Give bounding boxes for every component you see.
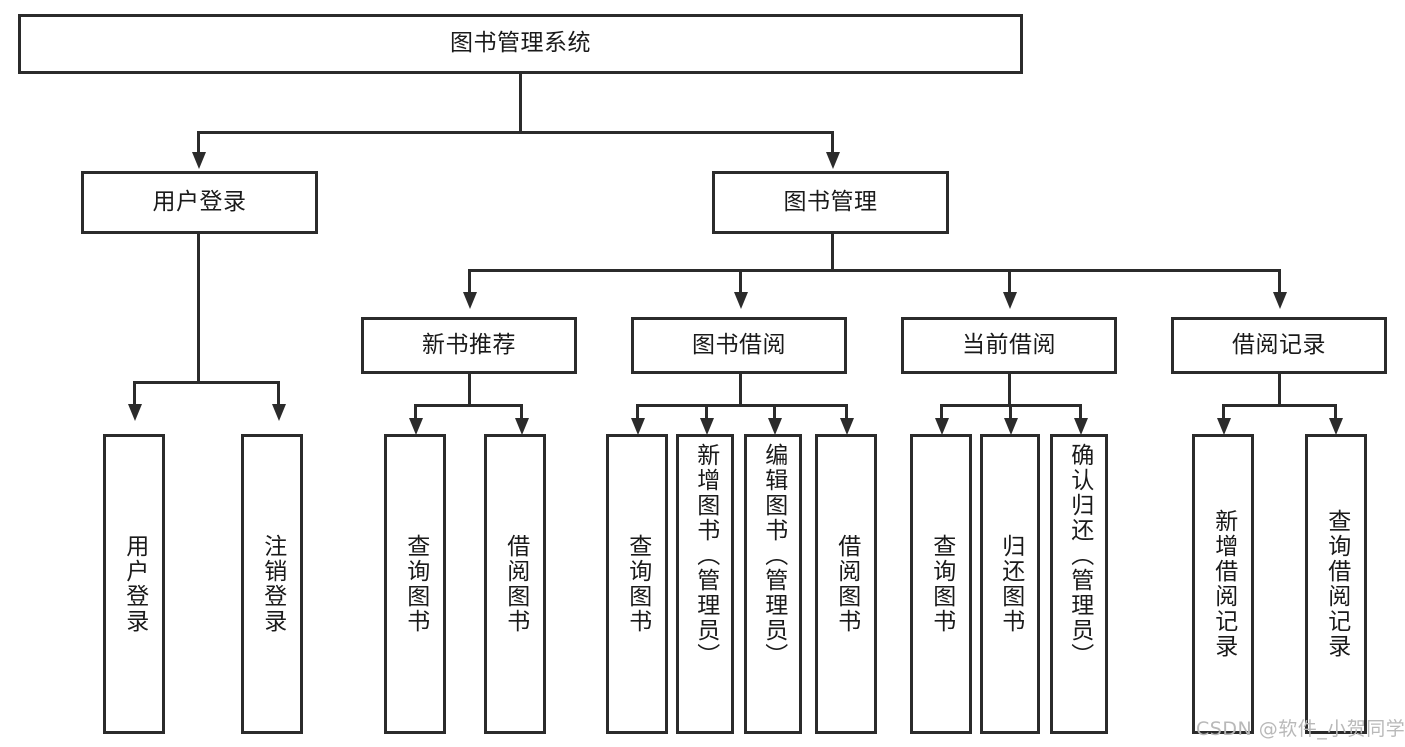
connector-level1-bus: [197, 131, 834, 134]
arrow-down-icon: [1003, 292, 1017, 309]
arrow-down-icon: [768, 418, 782, 435]
node-label: 用户登录: [152, 188, 247, 215]
node-label: 借阅记录: [1232, 331, 1326, 358]
node-label: 图书借阅: [692, 331, 786, 358]
leaf-label: 查询借阅记录: [1323, 509, 1350, 659]
connector-book-borrow-drop-2: [773, 404, 776, 422]
connector-borrow-record-drop-0: [1222, 404, 1225, 422]
leaf-borrow-book[interactable]: 借阅图书: [815, 434, 877, 734]
leaf-query-book-recommend[interactable]: 查询图书: [384, 434, 446, 734]
arrow-down-icon: [1273, 292, 1287, 309]
connector-level1-drop-0: [197, 131, 200, 155]
node-current-borrow[interactable]: 当前借阅: [901, 317, 1117, 374]
node-label: 图书管理: [783, 188, 878, 215]
leaf-label: 归还图书: [997, 534, 1024, 634]
connector-borrow-record-stem: [1278, 374, 1281, 407]
leaf-logout[interactable]: 注销登录: [241, 434, 303, 734]
connector-borrow-record-drop-1: [1334, 404, 1337, 422]
connector-current-borrow-drop-1: [1009, 404, 1012, 422]
leaf-label: 确认归还（管理员）: [1066, 443, 1093, 668]
leaf-query-book-current[interactable]: 查询图书: [910, 434, 972, 734]
leaf-add-book-admin[interactable]: 新增图书（管理员）: [676, 434, 734, 734]
arrow-down-icon: [935, 418, 949, 435]
node-label: 当前借阅: [962, 331, 1056, 358]
arrow-down-icon: [734, 292, 748, 309]
arrow-down-icon: [128, 404, 142, 421]
connector-level3-drop-3: [1278, 269, 1281, 294]
node-label: 图书管理系统: [450, 30, 591, 57]
arrow-down-icon: [463, 292, 477, 309]
leaf-label: 借阅图书: [502, 534, 529, 634]
arrow-down-icon: [826, 152, 840, 169]
arrow-down-icon: [700, 418, 714, 435]
connector-level3-drop-2: [1008, 269, 1011, 294]
arrow-down-icon: [272, 404, 286, 421]
node-borrow-record[interactable]: 借阅记录: [1171, 317, 1387, 374]
connector-new-book-drop-0: [414, 404, 417, 422]
node-label: 新书推荐: [422, 331, 516, 358]
leaf-label: 查询图书: [402, 534, 429, 634]
leaf-label: 用户登录: [121, 534, 148, 634]
connector-level1-drop-1: [831, 131, 834, 155]
node-user-login[interactable]: 用户登录: [81, 171, 318, 234]
connector-user-login-drop-1: [277, 381, 280, 406]
connector-current-borrow-stem: [1008, 374, 1011, 407]
arrow-down-icon: [1217, 418, 1231, 435]
connector-book-borrow-drop-3: [845, 404, 848, 422]
connector-book-borrow-drop-1: [705, 404, 708, 422]
connector-level3-bus: [468, 269, 1281, 272]
arrow-down-icon: [631, 418, 645, 435]
connector-borrow-record-bus: [1222, 404, 1337, 407]
node-book-borrow[interactable]: 图书借阅: [631, 317, 847, 374]
connector-book-borrow-drop-0: [636, 404, 639, 422]
node-book-management[interactable]: 图书管理: [712, 171, 949, 234]
leaf-return-book[interactable]: 归还图书: [980, 434, 1040, 734]
connector-level3-drop-0: [468, 269, 471, 294]
connector-user-login-stem: [197, 234, 200, 384]
connector-user-login-drop-0: [133, 381, 136, 406]
leaf-query-book-borrow[interactable]: 查询图书: [606, 434, 668, 734]
leaf-edit-book-admin[interactable]: 编辑图书（管理员）: [744, 434, 802, 734]
connector-book-management-stem: [831, 234, 834, 272]
arrow-down-icon: [840, 418, 854, 435]
arrow-down-icon: [515, 418, 529, 435]
connector-new-book-stem: [468, 374, 471, 407]
node-root-book-management-system[interactable]: 图书管理系统: [18, 14, 1023, 74]
leaf-user-login[interactable]: 用户登录: [103, 434, 165, 734]
connector-current-borrow-drop-2: [1079, 404, 1082, 422]
leaf-query-borrow-record[interactable]: 查询借阅记录: [1305, 434, 1367, 734]
leaf-label: 新增图书（管理员）: [692, 443, 719, 668]
connector-new-book-drop-1: [520, 404, 523, 422]
leaf-add-borrow-record[interactable]: 新增借阅记录: [1192, 434, 1254, 734]
node-new-book-recommend[interactable]: 新书推荐: [361, 317, 577, 374]
leaf-label: 注销登录: [259, 534, 286, 634]
leaf-label: 查询图书: [624, 534, 651, 634]
leaf-label: 编辑图书（管理员）: [760, 443, 787, 668]
connector-book-borrow-stem: [739, 374, 742, 407]
connector-new-book-bus: [414, 404, 523, 407]
connector-root-stem: [519, 74, 522, 132]
connector-level3-drop-1: [739, 269, 742, 294]
arrow-down-icon: [1074, 418, 1088, 435]
arrow-down-icon: [192, 152, 206, 169]
connector-user-login-bus: [133, 381, 280, 384]
leaf-confirm-return-admin[interactable]: 确认归还（管理员）: [1050, 434, 1108, 734]
arrow-down-icon: [1004, 418, 1018, 435]
connector-book-borrow-bus: [636, 404, 848, 407]
leaf-label: 查询图书: [928, 534, 955, 634]
arrow-down-icon: [1329, 418, 1343, 435]
leaf-label: 借阅图书: [833, 534, 860, 634]
arrow-down-icon: [409, 418, 423, 435]
leaf-borrow-book-recommend[interactable]: 借阅图书: [484, 434, 546, 734]
leaf-label: 新增借阅记录: [1210, 509, 1237, 659]
connector-current-borrow-drop-0: [940, 404, 943, 422]
